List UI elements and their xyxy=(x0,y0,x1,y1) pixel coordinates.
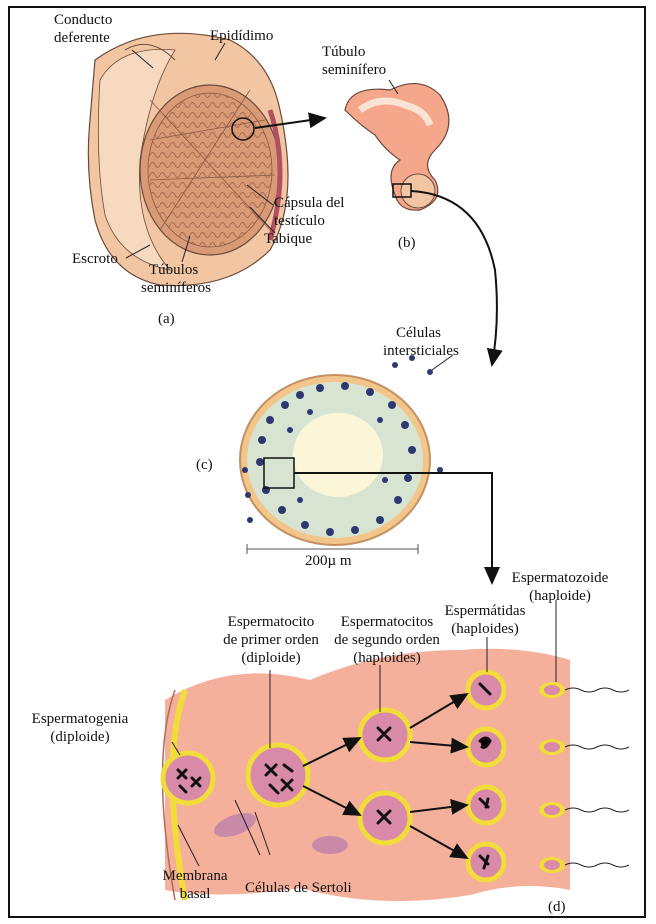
label-epididimo: Epidídimo xyxy=(210,28,273,45)
label-conducto-deferente-1: Conducto xyxy=(54,12,112,29)
tubule-illustration xyxy=(345,84,497,365)
label-espermatocitos-segundo-3: (haploides) xyxy=(326,650,448,667)
label-celulas-sertoli: Células de Sertoli xyxy=(245,880,352,897)
label-espermatocitos-segundo-1: Espermatocitos xyxy=(326,614,448,631)
label-tubulos-seminiferos-2: seminíferos xyxy=(141,280,211,297)
label-espermatocito-primer-1: Espermatocito xyxy=(212,614,330,631)
label-espermatocitos-segundo-2: de segundo orden xyxy=(326,632,448,649)
label-panel-a: (a) xyxy=(158,311,175,328)
label-tubulos-seminiferos-1: Túbulos xyxy=(149,262,198,279)
label-capsula-2: testículo xyxy=(274,213,325,230)
label-panel-c: (c) xyxy=(196,457,213,474)
label-espermatozoide-1: Espermatozoide xyxy=(500,570,620,587)
label-scale: 200µ m xyxy=(305,553,352,570)
label-membrana-basal-2: basal xyxy=(150,886,240,903)
label-panel-d: (d) xyxy=(548,899,566,916)
label-celulas-intersticiales-1: Células xyxy=(396,325,441,342)
label-conducto-deferente-2: deferente xyxy=(54,30,110,47)
label-escroto: Escroto xyxy=(72,251,118,268)
label-espermatocito-primer-3: (diploide) xyxy=(212,650,330,667)
label-celulas-intersticiales-2: intersticiales xyxy=(383,343,459,360)
cross-section-illustration xyxy=(240,355,492,583)
label-espermatogenia-2: (diploide) xyxy=(20,729,140,746)
label-membrana-basal-1: Membrana xyxy=(150,868,240,885)
label-capsula-1: Cápsula del xyxy=(274,195,344,212)
label-tubulo-seminifero-1: Túbulo xyxy=(322,44,365,61)
label-tabique: Tabique xyxy=(264,231,312,248)
label-espermatocito-primer-2: de primer orden xyxy=(212,632,330,649)
label-panel-b: (b) xyxy=(398,235,416,252)
label-espermatogenia-1: Espermatogenia xyxy=(20,711,140,728)
label-tubulo-seminifero-2: seminífero xyxy=(322,62,386,79)
